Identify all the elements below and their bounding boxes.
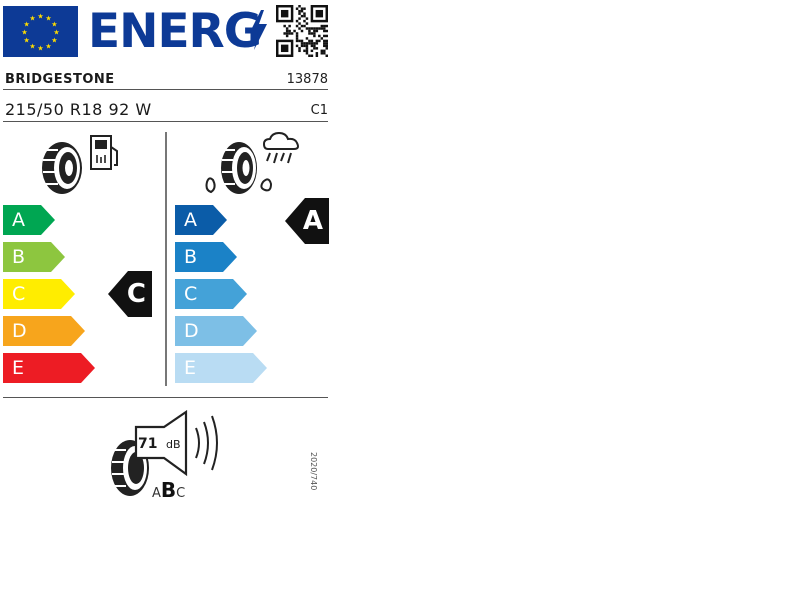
noise-class-c: C — [176, 486, 186, 501]
wet-grip-bar-label: A — [184, 209, 197, 231]
eu-star-icon: ★ — [24, 21, 30, 29]
eu-star-icon: ★ — [37, 13, 43, 21]
fuel-efficiency-bar-d: D — [3, 316, 85, 346]
fuel-efficiency-bar-label: A — [12, 209, 25, 231]
wet-grip-bar-d: D — [175, 316, 257, 346]
fuel-efficiency-bar-a: A — [3, 205, 55, 235]
tyre-icon — [205, 142, 273, 194]
supplier-name: BRIDGESTONE — [5, 72, 115, 87]
eu-star-icon: ★ — [45, 15, 51, 23]
eu-star-icon: ★ — [51, 21, 57, 29]
noise-value: 71 — [138, 436, 158, 452]
eu-star-icon: ★ — [53, 29, 59, 37]
tyre-icon — [42, 142, 82, 194]
eu-star-icon: ★ — [24, 37, 30, 45]
size-divider — [3, 121, 328, 122]
fuel-efficiency-bar-e: E — [3, 353, 95, 383]
wet-grip-rating-marker: A — [285, 198, 329, 244]
eu-star-icon: ★ — [29, 15, 35, 23]
wet-grip-bar-e: E — [175, 353, 267, 383]
noise-divider — [3, 397, 328, 398]
tyre-class: C1 — [310, 103, 328, 118]
energy-label-title: ENERG — [88, 4, 262, 59]
fuel-efficiency-bar-b: B — [3, 242, 65, 272]
wet-grip-bar-label: E — [184, 357, 197, 379]
eu-star-icon: ★ — [21, 29, 27, 37]
eu-flag-icon: ★★★★★★★★★★★★ — [3, 6, 78, 57]
tyre-size-designation: 215/50 R18 92 W — [5, 100, 152, 119]
eu-star-icon: ★ — [45, 42, 51, 50]
fuel-efficiency-bar-label: B — [12, 246, 26, 268]
noise-class-a: A — [152, 486, 161, 501]
header-divider — [3, 89, 328, 90]
fuel-efficiency-rating-marker: C — [108, 271, 152, 317]
rain-cloud-icon — [262, 131, 299, 164]
speaker-tyre-icon — [111, 410, 218, 496]
noise-class-b: B — [160, 478, 177, 502]
wet-grip-bar-label: D — [184, 320, 199, 342]
wet-grip-rating: A — [302, 206, 323, 236]
qr-code-icon — [276, 5, 328, 57]
column-divider — [165, 132, 167, 386]
wet-grip-bar-c: C — [175, 279, 247, 309]
fuel-efficiency-bar-label: E — [12, 357, 25, 379]
fuel-efficiency-bar-label: C — [12, 283, 26, 305]
wet-grip-bar-b: B — [175, 242, 237, 272]
eu-star-icon: ★ — [37, 45, 43, 53]
wet-grip-bar-label: C — [184, 283, 198, 305]
noise-class-scale: ABC — [152, 478, 185, 502]
wet-grip-bar-label: B — [184, 246, 198, 268]
fuel-pump-icon — [90, 135, 118, 170]
eu-star-icon: ★ — [51, 37, 57, 45]
model-identifier: 13878 — [286, 72, 328, 87]
eu-star-icon: ★ — [29, 42, 35, 50]
fuel-efficiency-rating: C — [126, 279, 146, 309]
noise-unit: dB — [166, 438, 181, 451]
fuel-efficiency-bar-c: C — [3, 279, 75, 309]
wet-grip-bar-a: A — [175, 205, 227, 235]
fuel-efficiency-bar-label: D — [12, 320, 27, 342]
lightning-bolt-icon — [250, 10, 267, 50]
regulation-number: 2020/740 — [309, 452, 318, 491]
